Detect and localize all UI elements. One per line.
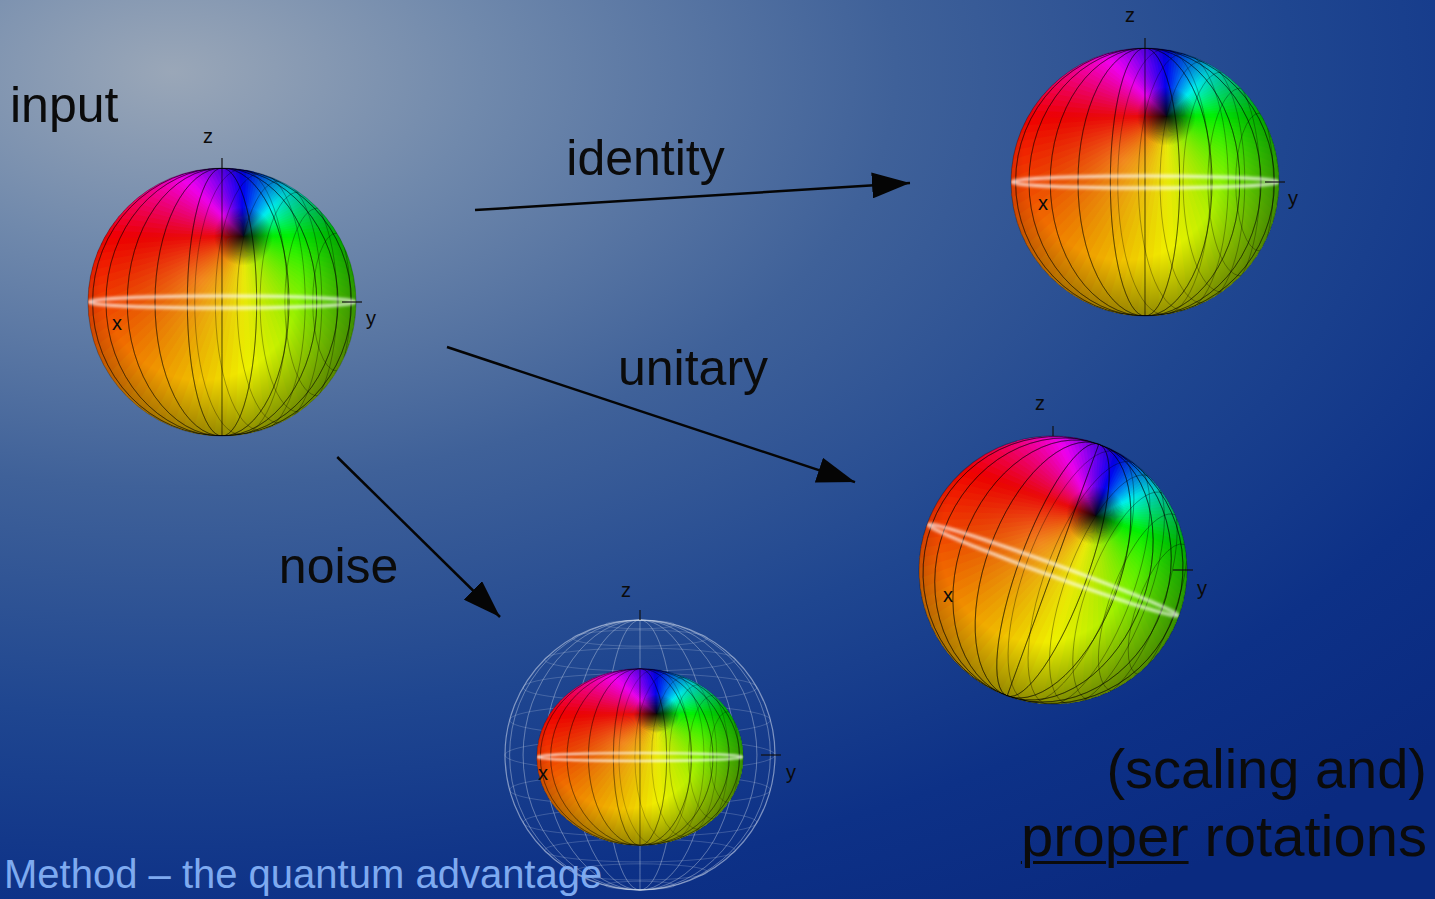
sphere-shape (88, 168, 356, 436)
edge-label: noise (279, 541, 399, 591)
slide-note: proper (1021, 804, 1189, 868)
sphere-node: zxy (919, 436, 1187, 704)
wireframe-sphere (505, 620, 775, 890)
axis-ticks (1053, 426, 1193, 570)
axis-label: y (1288, 188, 1298, 208)
axis-label: x (1038, 193, 1048, 213)
slide-note: rotations (1205, 804, 1427, 868)
sphere-shape (1011, 48, 1279, 316)
edge-label: identity (566, 133, 724, 183)
sphere-shape (505, 620, 775, 890)
axis-ticks (222, 158, 362, 302)
axis-label: z (1035, 393, 1045, 413)
axis-label: y (366, 308, 376, 328)
axis-ticks (640, 610, 781, 755)
arrow-connector (475, 183, 910, 210)
sphere-node: zxy (505, 620, 775, 890)
slide-note: (scaling and) (1106, 738, 1427, 800)
sphere-shape (919, 436, 1187, 704)
heading-label: input (10, 80, 118, 130)
axis-label: y (786, 762, 796, 782)
sphere-illustration (347, 448, 966, 899)
sphere-illustration (764, 0, 1435, 518)
axis-label: y (1197, 578, 1207, 598)
axis-label: z (203, 126, 213, 146)
axis-label: x (943, 585, 953, 605)
axis-label: x (112, 313, 122, 333)
arrow-connector (337, 457, 500, 617)
sphere-illustration (0, 0, 645, 638)
slide-footer: Method – the quantum advantage (4, 852, 602, 896)
axis-label: x (538, 763, 548, 783)
axis-label: z (621, 580, 631, 600)
sphere-node: inputzxy (88, 168, 356, 436)
sphere-node: zxy (1011, 48, 1279, 316)
axis-ticks (1145, 38, 1285, 182)
edge-label: unitary (618, 343, 768, 393)
axis-label: z (1125, 5, 1135, 25)
